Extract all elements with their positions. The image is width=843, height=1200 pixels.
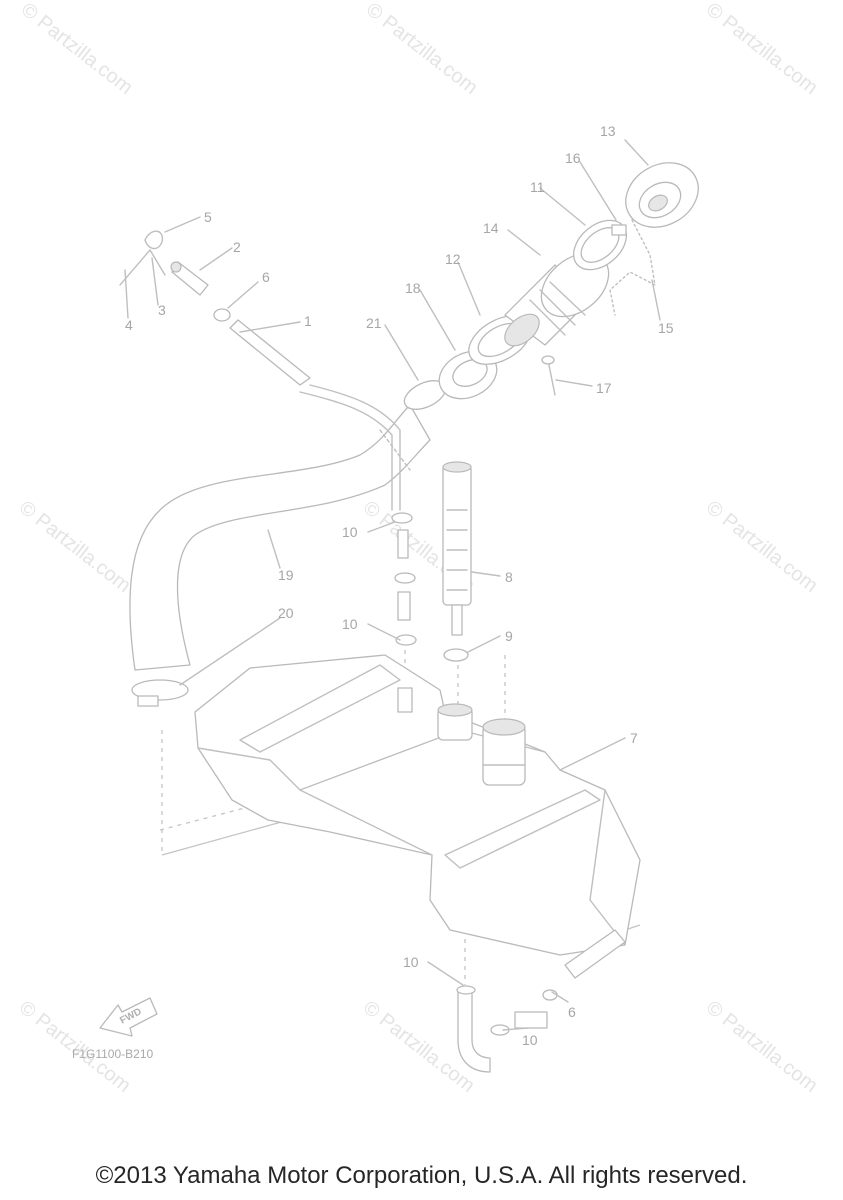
screw — [611, 224, 627, 236]
callout-21: 21 — [366, 315, 382, 331]
callout-4: 4 — [125, 317, 133, 333]
callout-10: 10 — [342, 616, 358, 632]
callout-8: 8 — [505, 569, 513, 585]
callout-2: 2 — [233, 239, 241, 255]
callout-7: 7 — [630, 730, 638, 746]
watermark: © Partzilla.com — [702, 0, 822, 99]
watermark: © Partzilla.com — [362, 0, 482, 99]
drain-elbow — [456, 985, 491, 1073]
callout-14: 14 — [483, 220, 499, 236]
callout-18: 18 — [405, 280, 421, 296]
callout-15: 15 — [658, 320, 674, 336]
fuel-strainer — [442, 461, 472, 636]
fuel-joint — [391, 512, 417, 713]
diagram-code: F1G1100-B210 — [72, 1047, 153, 1061]
leader-lines — [124, 139, 661, 1031]
callout-10: 10 — [342, 524, 358, 540]
callout-16: 16 — [565, 150, 581, 166]
callout-10: 10 — [522, 1032, 538, 1048]
callout-12: 12 — [445, 251, 461, 267]
hose-band — [131, 679, 189, 707]
callout-numbers: 1 2 3 4 5 6 7 8 9 10 10 10 10 11 12 13 1… — [125, 123, 674, 1048]
washer — [443, 648, 469, 662]
bolt — [541, 355, 556, 396]
watermark: © Partzilla.com — [702, 497, 822, 597]
callout-13: 13 — [600, 123, 616, 139]
callout-11: 11 — [530, 179, 545, 195]
watermark: © Partzilla.com — [17, 0, 137, 99]
forward-arrow-icon: FWD — [99, 997, 158, 1037]
clamp — [213, 308, 231, 322]
fuel-outlet-fitting — [490, 929, 626, 1036]
fuel-tank — [194, 654, 641, 956]
breather-hose — [229, 319, 401, 511]
check-valve — [170, 261, 209, 296]
tank-pickup-neck — [437, 703, 473, 741]
copyright-notice: ©2013 Yamaha Motor Corporation, U.S.A. A… — [95, 1162, 748, 1189]
watermark: © Partzilla.com — [15, 497, 135, 597]
clip-assembly — [119, 230, 166, 286]
callout-1: 1 — [304, 313, 312, 329]
callout-6: 6 — [262, 269, 270, 285]
tank-filler-neck — [482, 718, 526, 786]
callout-5: 5 — [204, 209, 212, 225]
callout-19: 19 — [278, 567, 294, 583]
callout-10: 10 — [403, 954, 419, 970]
watermark: © Partzilla.com — [702, 997, 822, 1097]
callout-20: 20 — [278, 605, 294, 621]
filler-hose — [129, 404, 431, 671]
callout-9: 9 — [505, 628, 513, 644]
watermarks: © Partzilla.com © Partzilla.com © Partzi… — [15, 0, 822, 1097]
callout-17: 17 — [596, 380, 612, 396]
filler-cap — [625, 162, 699, 228]
callout-3: 3 — [158, 302, 166, 318]
callout-6: 6 — [568, 1004, 576, 1020]
